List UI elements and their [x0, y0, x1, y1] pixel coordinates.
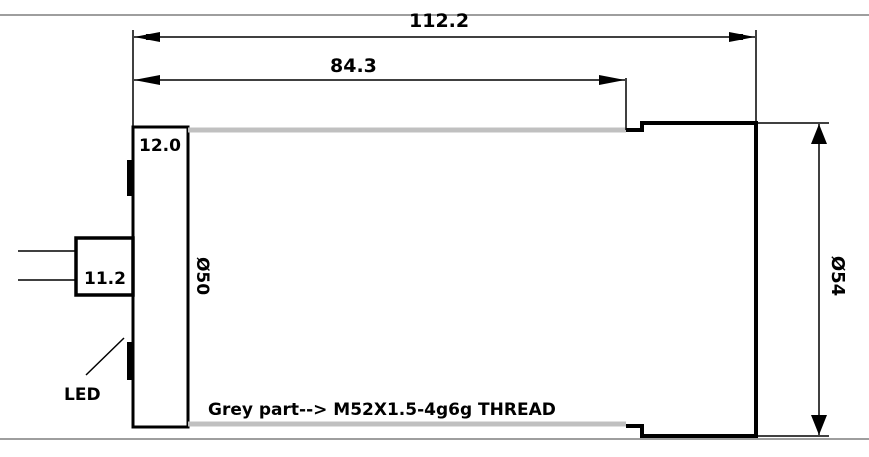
overall-length-label: 112.2 [409, 10, 469, 32]
thread-note-label: Grey part--> M52X1.5-4g6g THREAD [208, 400, 556, 420]
overall-length-dimension [134, 32, 755, 42]
led-marker-top [127, 160, 133, 196]
thread-diameter-label: Ø50 [192, 257, 212, 295]
thread-lines [188, 127, 626, 427]
extension-lines [132, 30, 829, 437]
led-label: LED [64, 385, 101, 405]
body-diameter-label: Ø54 [827, 256, 848, 296]
led-marker-bottom [127, 342, 133, 380]
sensor-body [626, 121, 758, 438]
led-leader-line [85, 337, 125, 376]
thread-length-label: 84.3 [330, 55, 377, 77]
cable [18, 250, 76, 281]
body-diameter-dimension [811, 124, 827, 435]
flange-thickness-label: 12.0 [139, 136, 181, 156]
cable-gland-length-label: 11.2 [84, 269, 126, 289]
thread-length-dimension [134, 75, 625, 85]
flange [131, 125, 190, 429]
